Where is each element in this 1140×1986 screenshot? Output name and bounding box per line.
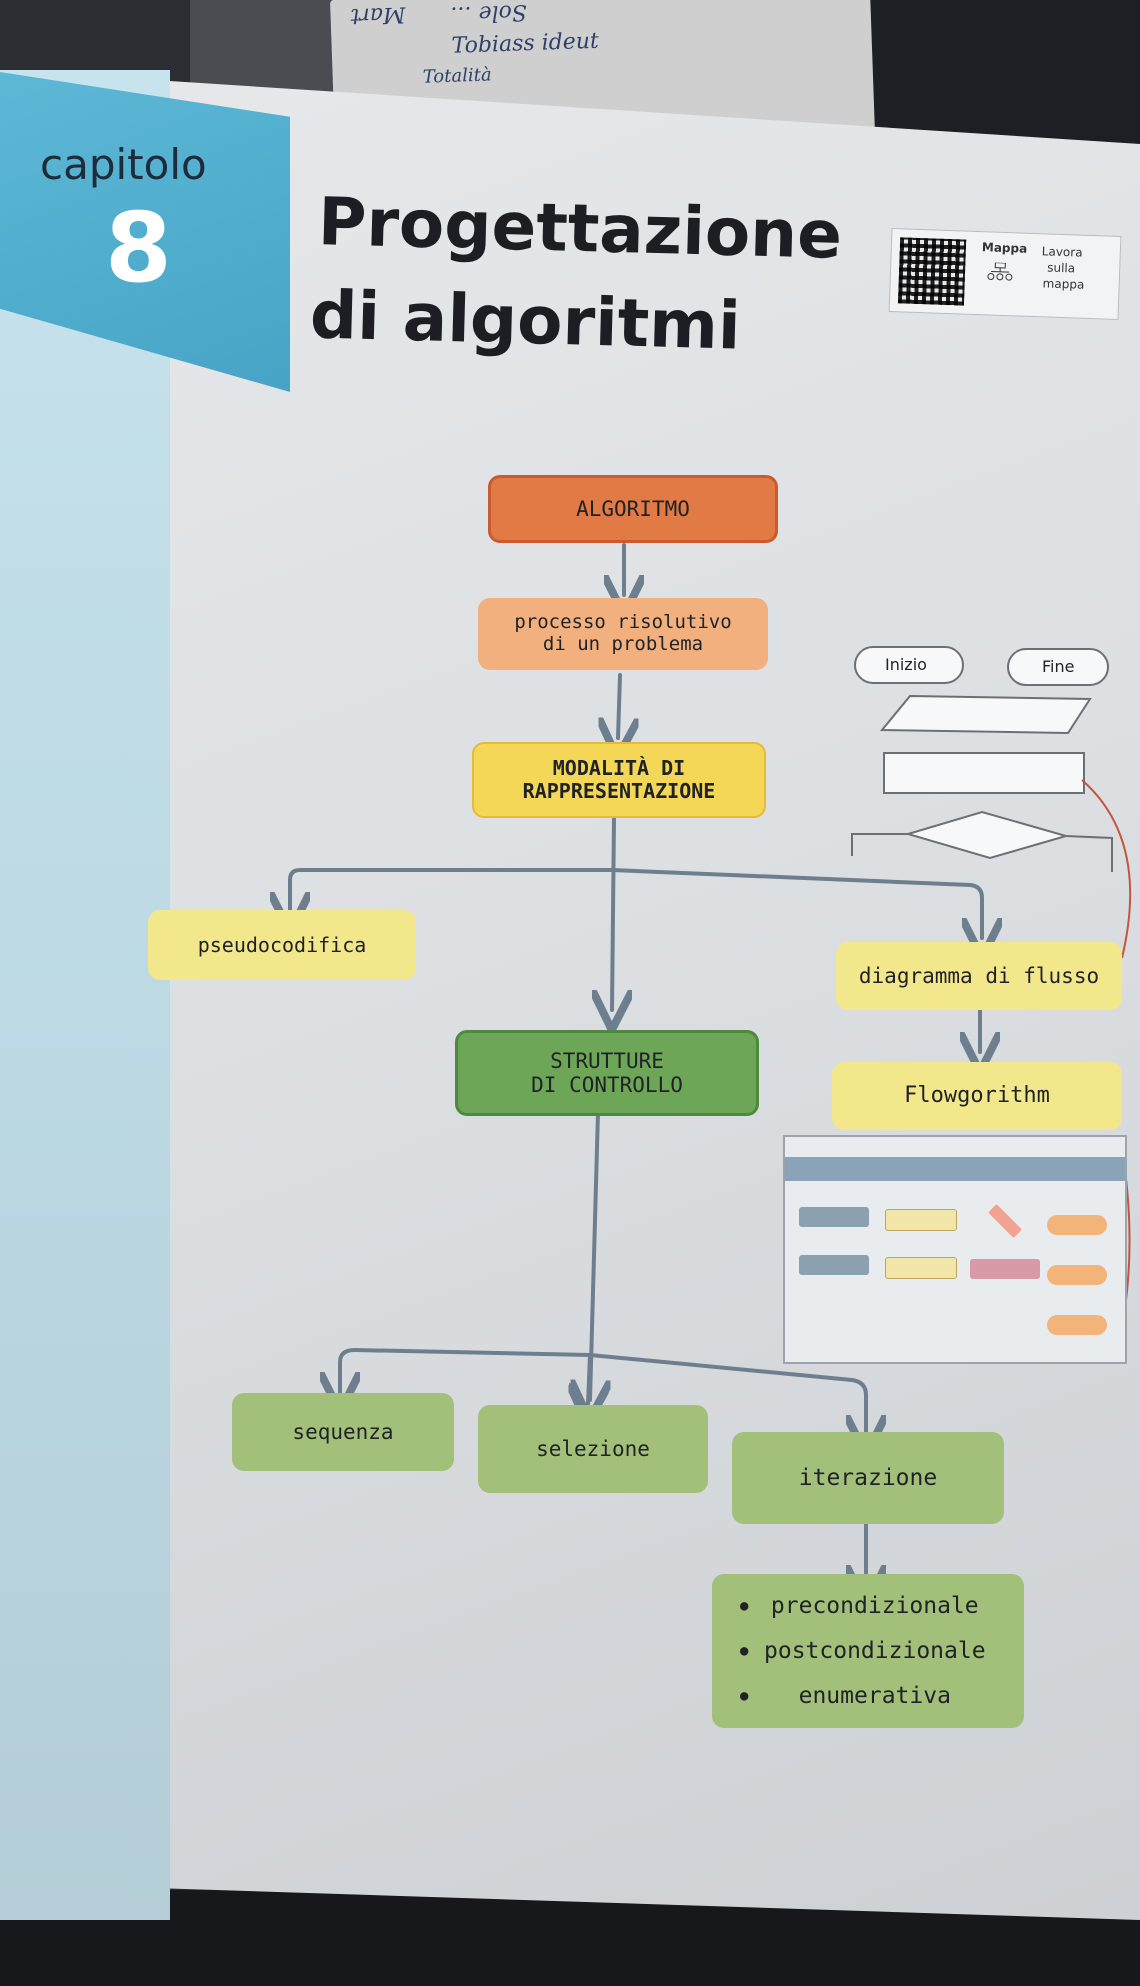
node-algoritmo: ALGORITMO	[488, 475, 778, 543]
node-strutture-di-controllo: STRUTTURE DI CONTROLLO	[455, 1030, 759, 1116]
node-pseudocodifica: pseudocodifica	[148, 910, 416, 980]
node-tipi-iterazione: precondizionale postcondizionale enumera…	[712, 1574, 1024, 1728]
node-processo-risolutivo: processo risolutivo di un problema	[478, 598, 768, 670]
node-diagramma-di-flusso: diagramma di flusso	[836, 942, 1122, 1010]
input-output-shape	[879, 694, 1092, 735]
iteration-type-item: postcondizionale	[736, 1638, 986, 1664]
page-margin-band	[0, 70, 170, 1920]
iteration-types-list: precondizionale postcondizionale enumera…	[736, 1575, 986, 1728]
flowchart-symbols: Inizio Fine	[851, 646, 1132, 1361]
qr-code-box[interactable]: Mappa Lavora sulla mappa	[888, 228, 1122, 320]
node-iterazione: iterazione	[732, 1432, 1004, 1524]
end-label: Fine	[1042, 657, 1074, 676]
screenshot-toolbar	[785, 1157, 1125, 1181]
chapter-number: 8	[105, 192, 172, 304]
node-modalita-rappresentazione: MODALITÀ DI RAPPRESENTAZIONE	[472, 742, 766, 818]
start-label: Inizio	[885, 655, 927, 674]
node-sequenza: sequenza	[232, 1393, 454, 1471]
chapter-label: capitolo	[40, 140, 207, 189]
map-icon	[987, 262, 1014, 281]
node-selezione: selezione	[478, 1405, 708, 1493]
process-shape	[883, 752, 1085, 794]
end-terminal-shape	[1007, 648, 1109, 686]
iteration-type-item: enumerativa	[736, 1683, 986, 1709]
node-flowgorithm: Flowgorithm	[832, 1062, 1122, 1130]
iteration-type-item: precondizionale	[736, 1593, 986, 1619]
start-terminal-shape	[854, 646, 964, 684]
flowgorithm-screenshot	[783, 1135, 1127, 1364]
decision-shape	[904, 810, 1070, 860]
